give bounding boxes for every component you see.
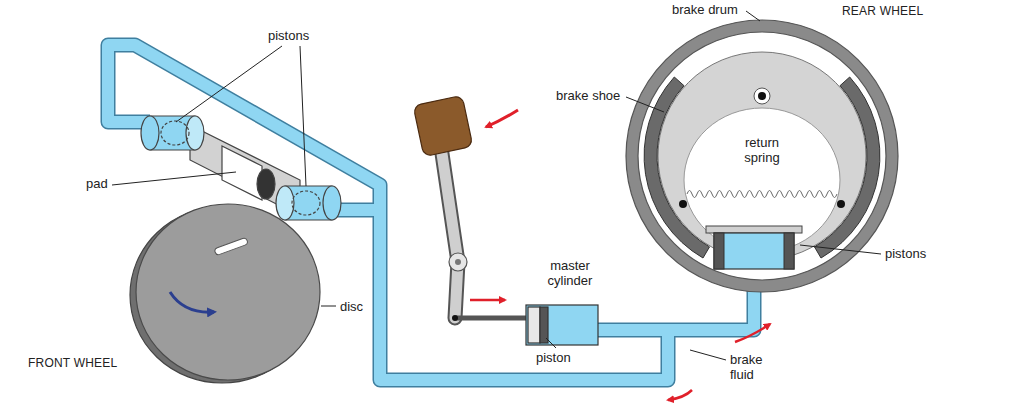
- master-cylinder: [526, 305, 598, 345]
- leader-line: [112, 11, 881, 360]
- part-label: REAR WHEEL: [842, 4, 923, 19]
- flow-arrow: [470, 300, 770, 400]
- drum-brake: [626, 20, 898, 292]
- part-label: master cylinder: [535, 258, 605, 288]
- part-label: pistons: [268, 28, 309, 43]
- part-label: piston: [536, 350, 571, 365]
- part-label: FRONT WHEEL: [28, 356, 117, 371]
- brake-disc: [130, 204, 320, 383]
- brake-pedal: [413, 95, 536, 321]
- part-label: pad: [86, 176, 108, 191]
- part-label: brake fluid: [730, 352, 778, 382]
- part-label: brake shoe: [556, 88, 620, 103]
- part-label: disc: [340, 299, 363, 314]
- part-label: brake drum: [672, 2, 738, 17]
- part-label: return spring: [727, 135, 797, 165]
- disc-caliper: [141, 116, 341, 220]
- part-label: pistons: [885, 246, 926, 261]
